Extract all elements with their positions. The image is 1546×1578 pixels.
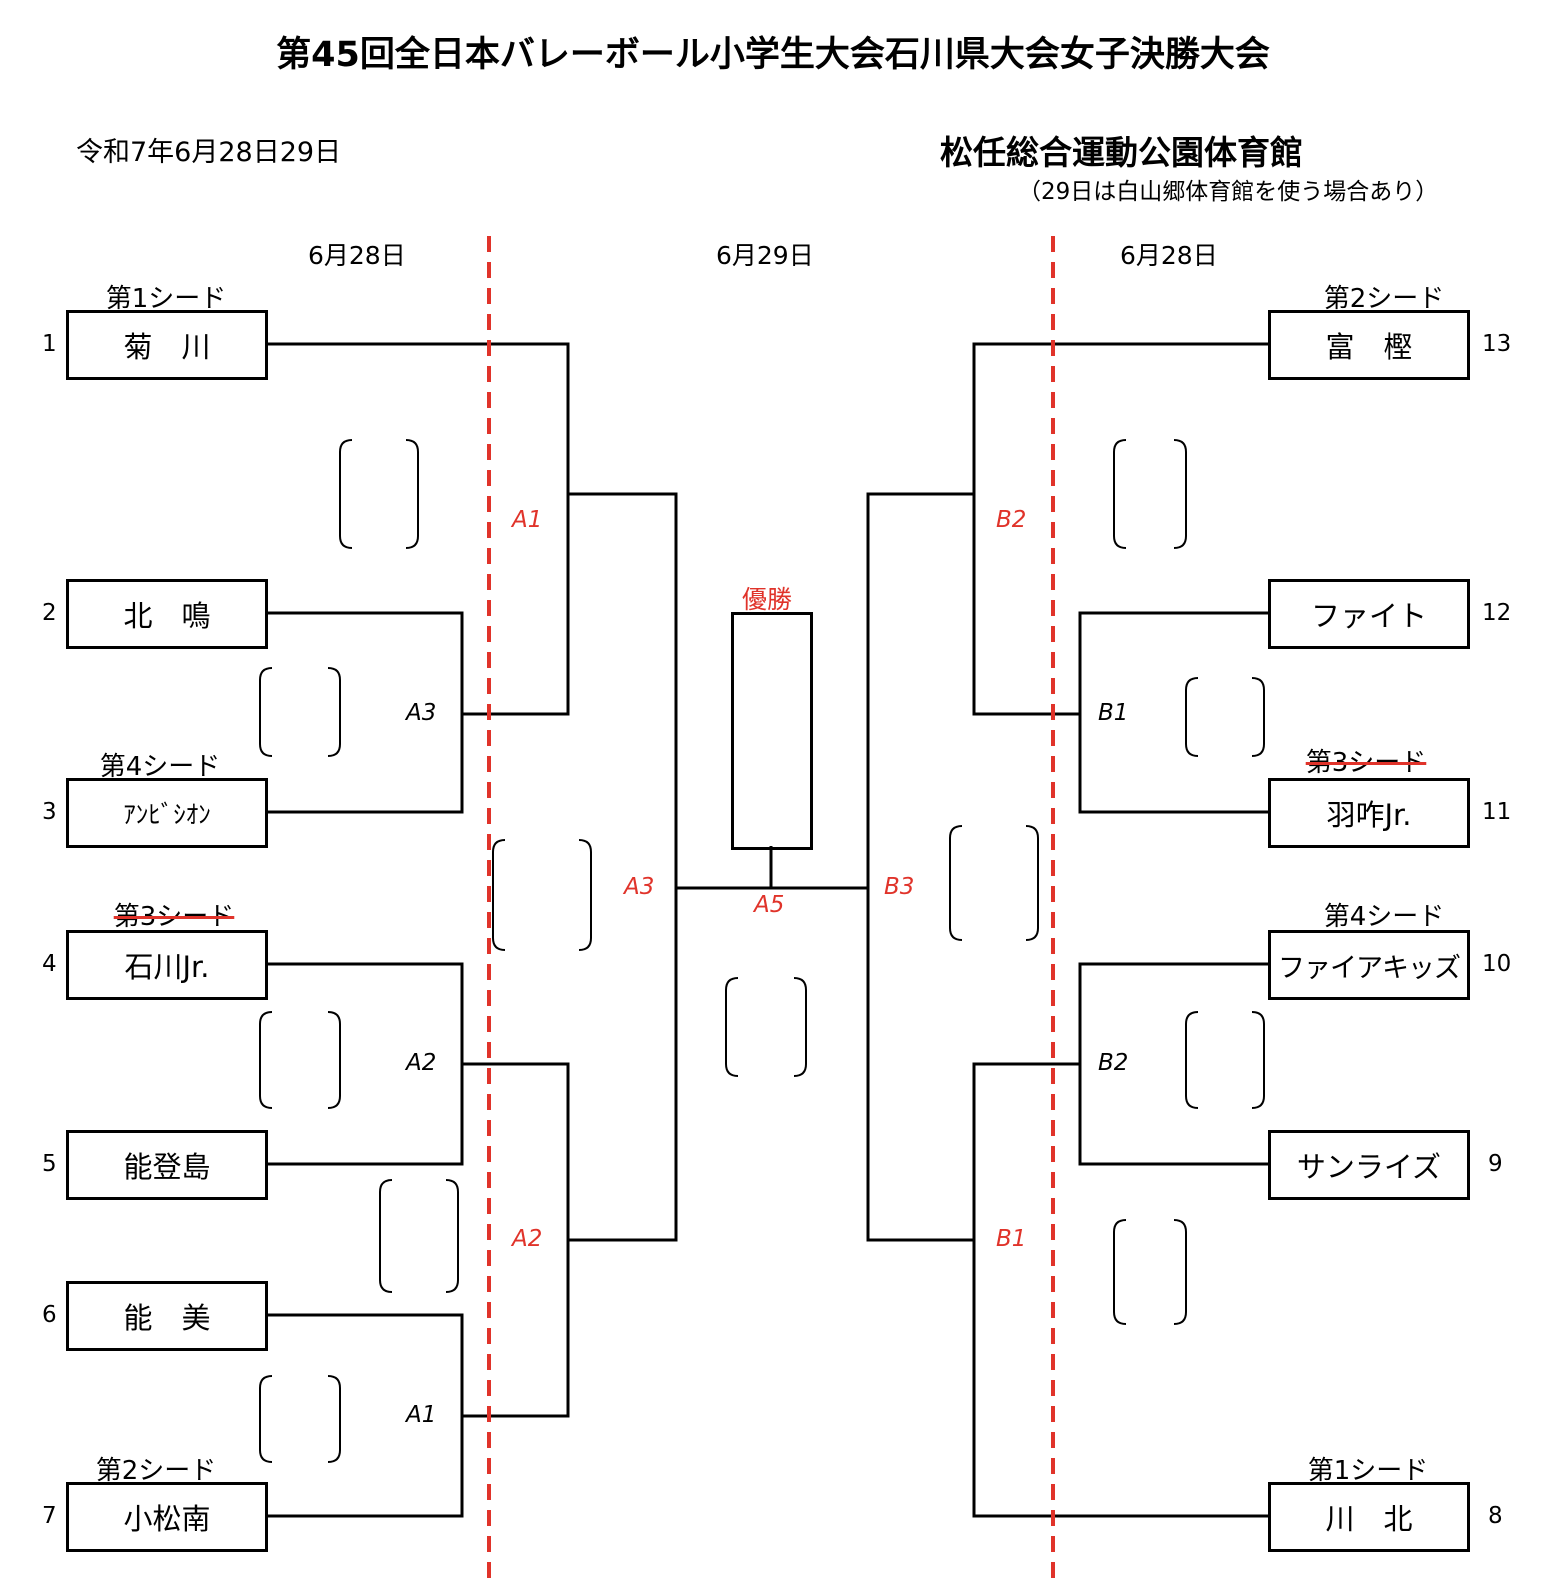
day-label-left: 6月28日 [308,241,406,270]
page-title: 第45回全日本バレーボール小学生大会石川県大会女子決勝大会 [276,35,1270,75]
match-label-left-a1-outer: A1 [512,507,543,533]
seed-label-left-3: 第4シード [99,752,221,782]
seed-label-left-7: 第2シード [95,1456,217,1486]
team-box-right-8: 川 北 [1268,1482,1470,1552]
match-label-left-semi: A3 [624,874,655,900]
score-parens [259,439,1265,1463]
team-number: 11 [1482,799,1512,825]
bracket-line-right-13 [972,342,1268,494]
bracket-line-left-a3-up [462,494,570,716]
team-number: 13 [1482,331,1512,357]
team-number: 6 [42,1302,57,1328]
team-box-left-5: 能登島 [66,1130,268,1200]
team-box-left-6: 能 美 [66,1281,268,1351]
team-box-left-7: 小松南 [66,1482,268,1552]
bracket-line-right-b2-up [972,1062,1080,1240]
event-date: 令和7年6月28日29日 [76,137,342,168]
match-label-left-a3: A3 [406,700,437,726]
team-box-left-4: 石川Jr. [66,930,268,1000]
team-box-left-3: ｱﾝﾋﾞｼｵﾝ [66,778,268,848]
team-number: 7 [42,1503,57,1529]
match-label-final: A5 [754,892,785,918]
seed-label-right-13: 第2シード [1323,284,1445,314]
bracket-line-left-a1-up [462,1240,570,1418]
team-number: 12 [1482,600,1512,626]
venue-note: （29日は白山郷体育館を使う場合あり） [1018,179,1439,205]
team-box-left-1: 菊 川 [66,310,268,380]
team-number: 1 [42,331,57,357]
match-label-right-b1-outer: B1 [996,1226,1027,1252]
team-number: 4 [42,951,57,977]
match-label-right-b2-outer: B2 [996,507,1027,533]
day-label-center: 6月29日 [716,241,814,270]
bracket-line-right-8 [972,1240,1268,1518]
bracket-line-left-bot-semi [568,888,678,1242]
match-label-right-semi: B3 [884,874,915,900]
match-label-left-a2-outer: A2 [512,1226,543,1252]
team-number: 5 [42,1151,57,1177]
team-box-right-12: ファイト [1268,579,1470,649]
champion-box [731,612,813,850]
team-number: 2 [42,600,57,626]
match-label-right-b2: B2 [1098,1050,1129,1076]
team-number: 9 [1488,1151,1503,1177]
match-label-left-a1: A1 [406,1402,437,1428]
team-box-right-9: サンライズ [1268,1130,1470,1200]
team-number: 3 [42,799,57,825]
team-box-right-11: 羽咋Jr. [1268,778,1470,848]
team-number: 8 [1488,1503,1503,1529]
match-label-left-a2: A2 [406,1050,437,1076]
venue-name: 松任総合運動公園体育館 [940,133,1303,172]
bracket-line-right-top-semi [866,492,974,888]
seed-label-left-1: 第1シード [105,284,227,314]
team-number: 10 [1482,951,1512,977]
team-box-right-13: 富 樫 [1268,310,1470,380]
bracket-line-left-1 [266,342,570,494]
bracket-line-left-top-semi [568,492,678,888]
team-box-right-10: ファイアキッズ [1268,930,1470,1000]
match-label-right-b1: B1 [1098,700,1129,726]
champion-label: 優勝 [742,585,793,614]
day-label-right: 6月28日 [1120,241,1218,270]
seed-label-left-4: 第3シード [113,902,235,932]
bracket-line-right-bot-semi [866,888,974,1242]
bracket-line-right-b1-up [972,494,1080,716]
bracket-line-left-a2-up [462,1062,570,1240]
seed-label-right-8: 第1シード [1307,1456,1429,1486]
seed-label-right-10: 第4シード [1323,902,1445,932]
team-box-left-2: 北 鳴 [66,579,268,649]
seed-label-right-11: 第3シード [1305,748,1427,778]
